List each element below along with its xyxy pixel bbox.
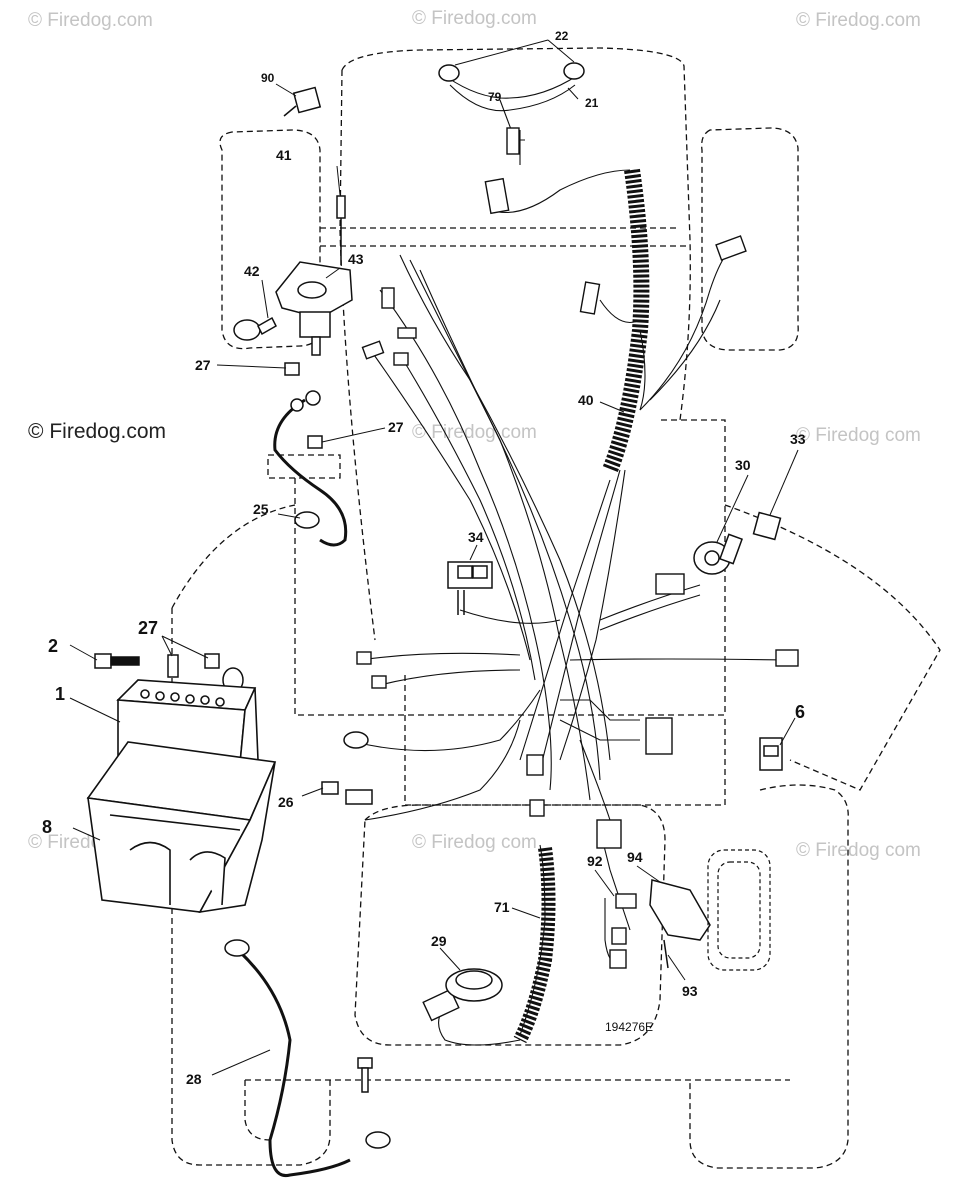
- callout-27-battery: 27: [138, 618, 158, 638]
- watermark-top-center: © Firedog.com: [412, 8, 537, 29]
- watermark-top-left: © Firedog.com: [28, 10, 153, 31]
- watermark-mid-center: © Firedog com: [412, 422, 537, 443]
- callout-27-nut-b: 27: [388, 419, 404, 435]
- watermark-mid-right: © Firedog com: [796, 425, 921, 446]
- part-27-nuts: [284, 362, 323, 449]
- callout-71: 71: [494, 899, 510, 915]
- ground-cable-28: [238, 950, 351, 1178]
- diagram-code: 194276E: [605, 1020, 654, 1034]
- callout-94: 94: [627, 849, 643, 865]
- watermark-low-right: © Firedog com: [796, 840, 921, 861]
- callout-92: 92: [587, 853, 603, 869]
- callout-6: 6: [795, 702, 805, 722]
- part-34-switch: [447, 561, 493, 615]
- callout-21: 21: [585, 96, 599, 110]
- callout-27-nut-a: 27: [195, 357, 211, 373]
- callout-90: 90: [261, 71, 275, 85]
- callout-22: 22: [555, 29, 569, 43]
- part-33-switch: [752, 511, 782, 541]
- headlight-bulbs-22: [438, 62, 585, 82]
- watermark-top-right: © Firedog.com: [796, 10, 921, 31]
- callout-79: 79: [488, 90, 502, 104]
- part-30-ignition: [693, 533, 743, 575]
- callout-29: 29: [431, 933, 447, 949]
- seat-plate: [707, 849, 771, 971]
- callout-26: 26: [278, 794, 294, 810]
- harness-connectors: [356, 127, 799, 1022]
- callout-40: 40: [578, 392, 594, 408]
- callout-93: 93: [682, 983, 698, 999]
- callout-43: 43: [348, 251, 364, 267]
- callout-30: 30: [735, 457, 751, 473]
- watermark-left-prominent: © Firedog.com: [28, 420, 167, 443]
- part-41-bolt: [336, 195, 346, 265]
- part-94-bracket: [649, 879, 711, 969]
- callout-33: 33: [790, 431, 806, 447]
- tractor-outline: [171, 47, 941, 1169]
- part-26-fuse: [321, 781, 373, 805]
- callout-28: 28: [186, 1071, 202, 1087]
- leader-lines: [69, 39, 799, 1076]
- part-6-relay: [759, 737, 783, 771]
- ring-terminals: [224, 511, 391, 1149]
- callout-1: 1: [55, 684, 65, 704]
- part-90-switch: [283, 86, 322, 117]
- watermark-low-center: © Firedog com: [412, 832, 537, 853]
- callout-2: 2: [48, 636, 58, 656]
- callout-34: 34: [468, 529, 484, 545]
- part-29-horn: [445, 968, 503, 1002]
- part-43-solenoid: [275, 261, 353, 356]
- conduit-71: [513, 847, 556, 1044]
- callout-42: 42: [244, 263, 260, 279]
- part-8-tray: [86, 741, 277, 914]
- battery-cable-25: [273, 398, 348, 547]
- callout-8: 8: [42, 817, 52, 837]
- wire-harness: [354, 71, 786, 1046]
- callout-25: 25: [253, 501, 269, 517]
- conduit-40: [602, 168, 650, 473]
- callout-labels: 22 79 21 90 41 42 43 27 27 40 30 33 25 3…: [42, 29, 806, 1087]
- part-42-key: [233, 316, 277, 341]
- callout-41: 41: [276, 147, 292, 163]
- part-bolt-28: [357, 1057, 373, 1093]
